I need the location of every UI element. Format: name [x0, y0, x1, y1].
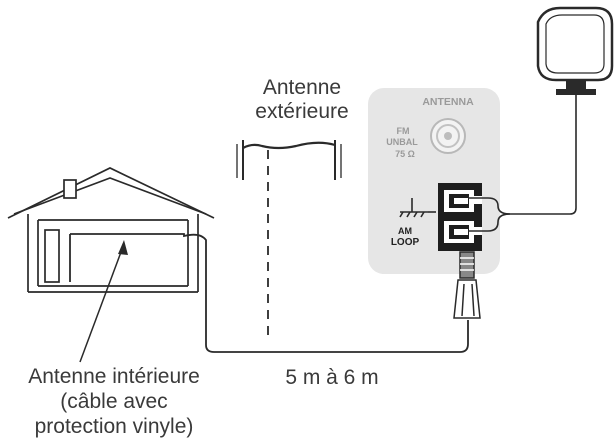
outdoor-antenna-label-line2: extérieure [255, 100, 349, 123]
indoor-antenna-label-line2: (câble avec [60, 390, 168, 413]
panel-title: ANTENNA [422, 96, 474, 108]
am-terminal-block [438, 183, 482, 251]
am-loop-label: LOOP [391, 237, 420, 248]
receiver-antenna-panel: ANTENNA FM UNBAL 75 Ω AM LOOP [368, 88, 500, 274]
fm-coax-jack [430, 118, 466, 154]
fm-impedance-label: 75 Ω [395, 149, 415, 159]
outdoor-antenna-label: Antenne extérieure [236, 76, 368, 124]
house-icon [7, 167, 469, 353]
indoor-antenna-pointer [79, 240, 128, 363]
am-loop-antenna [468, 6, 614, 232]
fm-unbal-label: UNBAL [386, 137, 418, 147]
indoor-antenna-label-line1: Antenne intérieure [28, 365, 200, 388]
fm-label: FM [397, 126, 410, 136]
cable-plug [453, 251, 481, 319]
outdoor-antenna [236, 140, 342, 340]
indoor-antenna-label: Antenne intérieure (câble avec protectio… [2, 364, 226, 439]
outdoor-antenna-label-line1: Antenne [262, 76, 342, 99]
am-label: AM [398, 226, 412, 236]
distance-label: 5 m à 6 m [285, 366, 379, 389]
indoor-antenna-label-line3: protection vinyle) [34, 415, 194, 438]
ground-icon [399, 198, 436, 218]
